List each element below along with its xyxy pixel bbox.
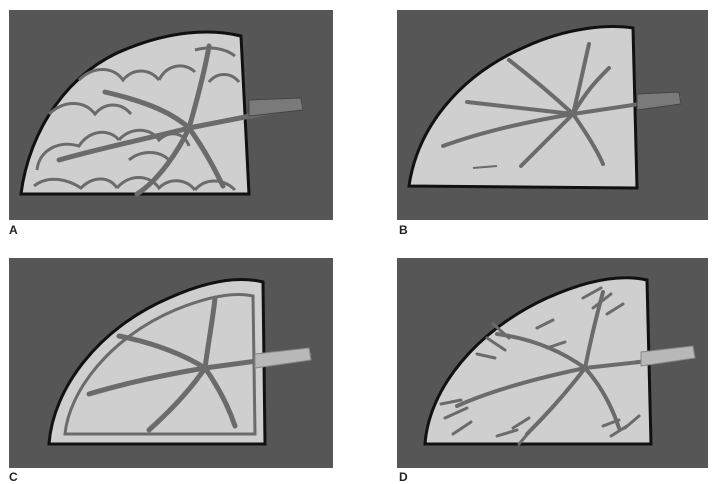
- figure-panel-c: [9, 258, 333, 468]
- lung-diagram-a: [9, 10, 333, 220]
- main-bronchus: [249, 98, 303, 116]
- panel-label-d: D: [399, 471, 408, 483]
- panel-label-b: B: [399, 224, 408, 236]
- lung-diagram-c: [9, 258, 333, 468]
- panel-label-a: A: [9, 224, 18, 236]
- lung-diagram-d: [397, 258, 708, 468]
- panel-label-c: C: [9, 471, 18, 483]
- main-bronchus: [637, 92, 681, 110]
- figure-panel-b: [397, 10, 708, 220]
- lung-diagram-b: [397, 10, 708, 220]
- figure-panel-a: [9, 10, 333, 220]
- figure-panel-d: [397, 258, 708, 468]
